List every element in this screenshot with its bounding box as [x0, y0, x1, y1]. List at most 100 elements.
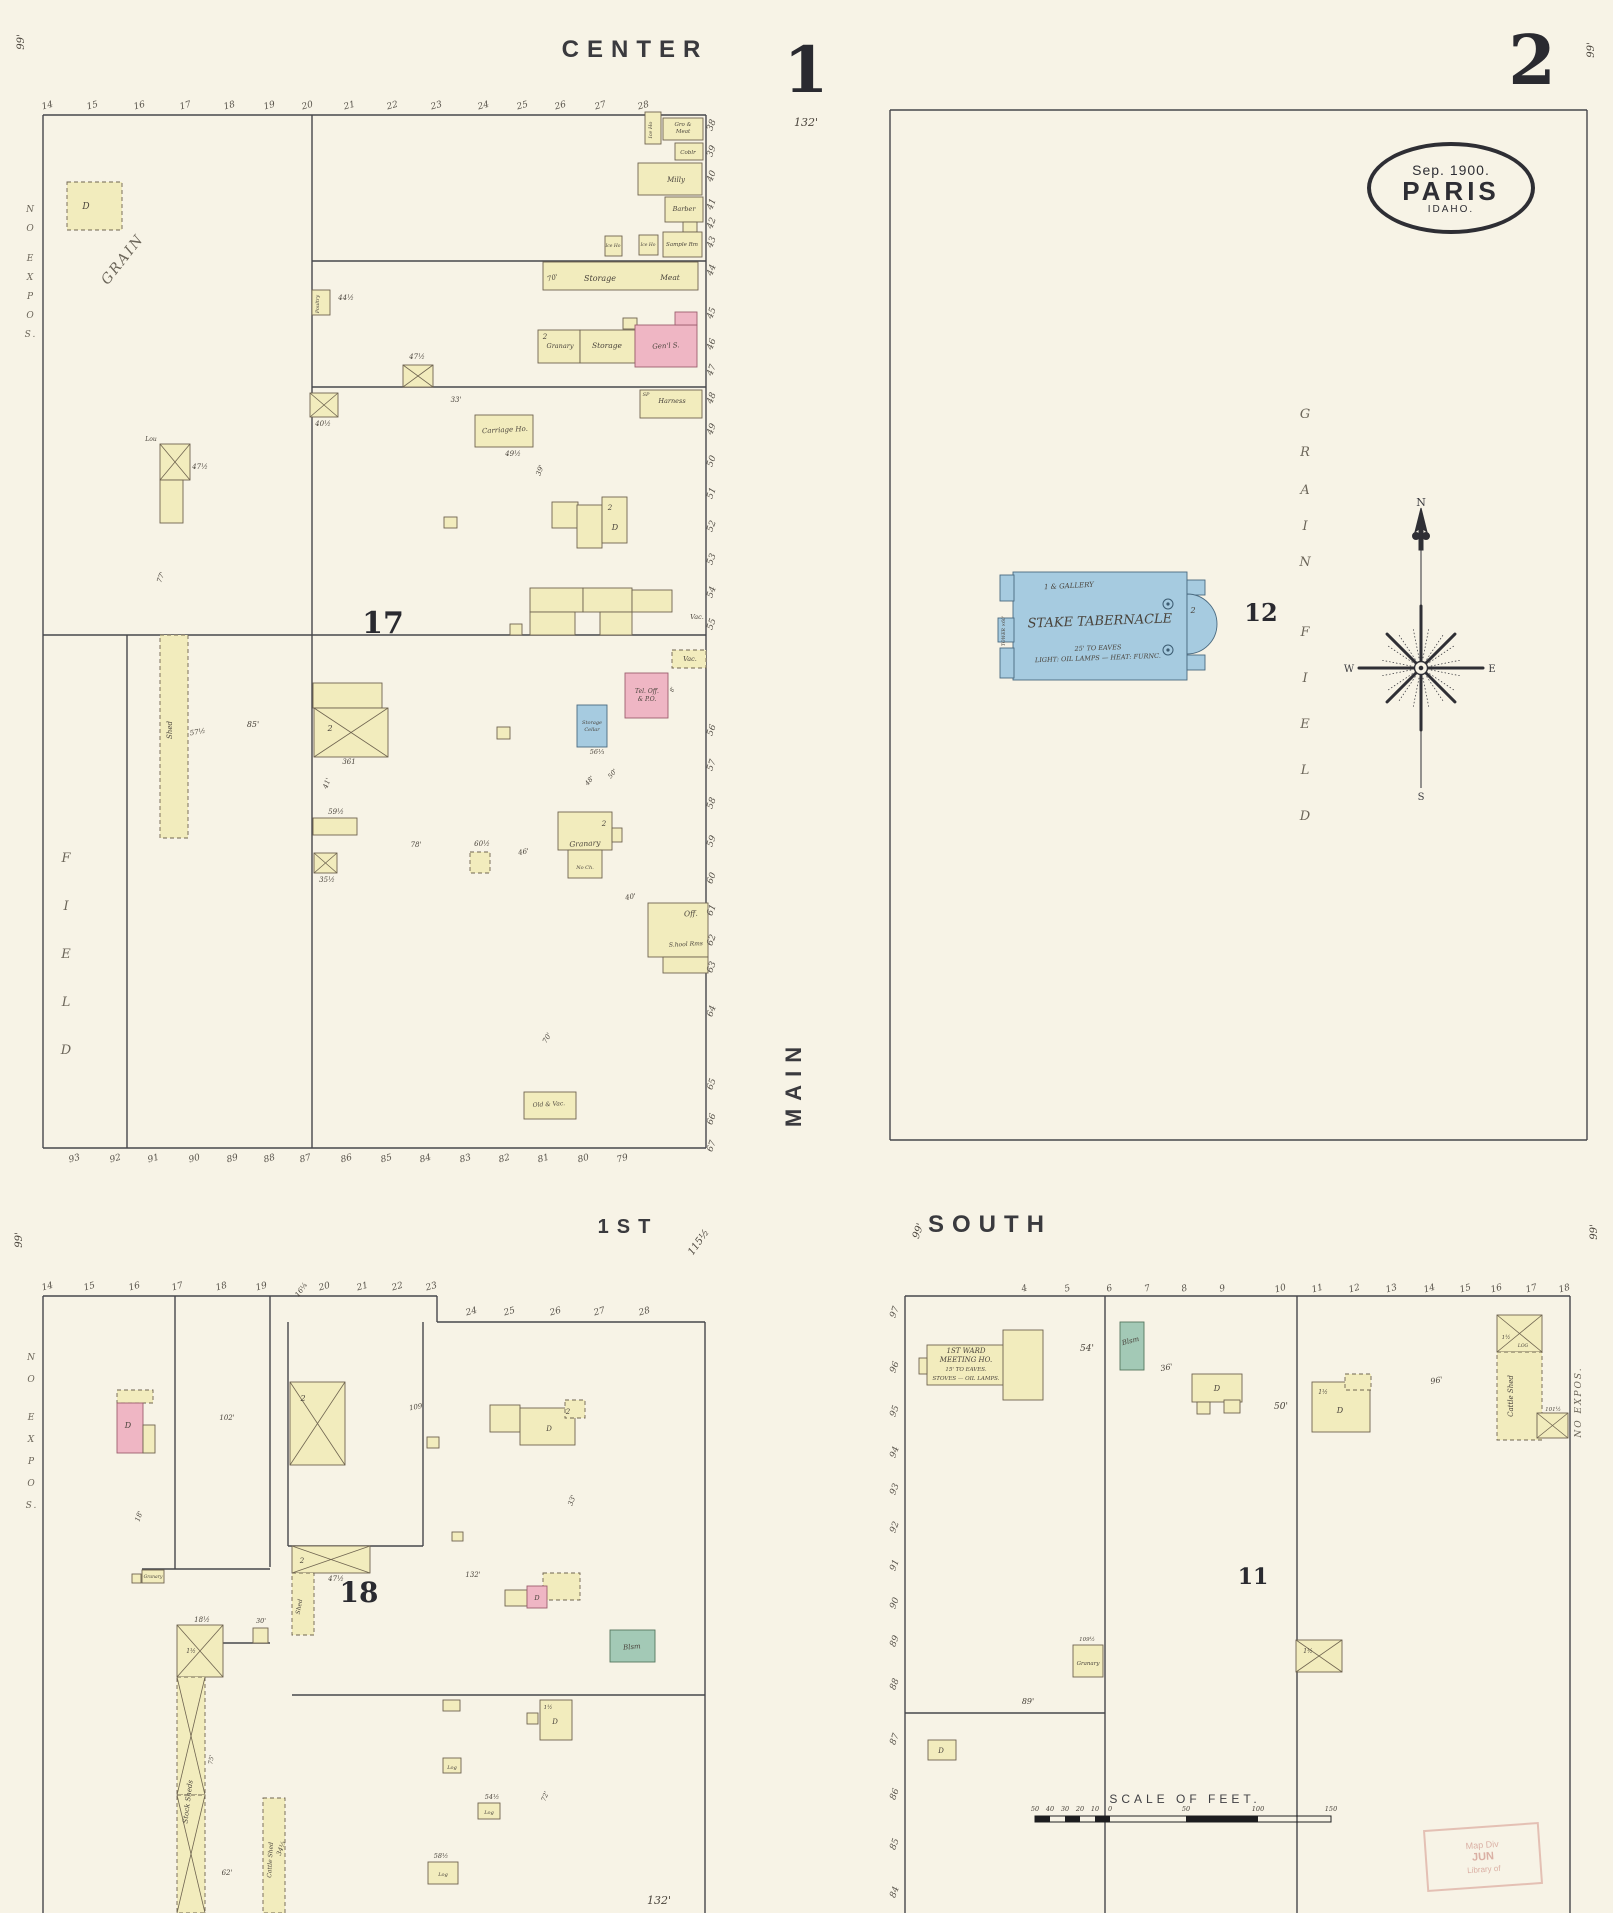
ventilator-icon	[1166, 602, 1170, 606]
map-annotation: Harness	[657, 397, 686, 405]
map-annotation: 57½	[189, 727, 206, 738]
map-annotation: SP	[643, 392, 650, 398]
building-outline	[262, 1797, 286, 1913]
map-annotation: 25' TO EAVES	[1073, 643, 1122, 653]
lot-number: 60	[705, 871, 718, 885]
map-annotation: 47½	[408, 353, 425, 361]
stamp-city: PARIS	[1402, 175, 1500, 206]
field-label: D	[60, 1043, 73, 1058]
building	[576, 504, 603, 549]
building-outline	[999, 574, 1015, 602]
building-outline	[604, 235, 623, 257]
building-outline	[1119, 1321, 1145, 1371]
field-label: S.	[26, 1501, 39, 1511]
building-outline	[252, 1627, 269, 1644]
map-annotation: 109½	[1079, 1636, 1095, 1643]
lot-number: 15	[86, 100, 100, 113]
building	[289, 1381, 346, 1466]
building-outline	[426, 1436, 440, 1449]
lot-number: 20	[300, 100, 315, 113]
building-outline	[557, 811, 613, 851]
field-label: O	[27, 1375, 36, 1385]
building	[529, 611, 576, 636]
building	[116, 1389, 154, 1404]
lot-number: 57	[705, 758, 718, 772]
lot-number: 84	[419, 1153, 433, 1166]
street-name: MAIN	[781, 1039, 806, 1127]
lot-number: 8	[1180, 1283, 1188, 1294]
lot-number: 15	[1459, 1283, 1473, 1296]
building	[609, 1629, 656, 1663]
lot-number: 55	[705, 617, 718, 631]
lot-number: 47	[705, 363, 719, 378]
building	[927, 1739, 957, 1761]
lot-number: 83	[459, 1153, 473, 1166]
cross-mark	[176, 1624, 224, 1678]
map-annotation: Off.	[684, 909, 698, 919]
lot-number: 21	[342, 100, 357, 113]
map-annotation: 85'	[247, 720, 259, 729]
lot-number: 18	[215, 1281, 229, 1294]
lot-number: 27	[593, 100, 608, 113]
building	[662, 117, 704, 141]
map-annotation: 96'	[1430, 1375, 1444, 1386]
map-annotation: D	[81, 202, 89, 212]
library-stamp: Map Div JUN Library of	[1422, 1822, 1544, 1892]
lot-number: 21	[355, 1281, 370, 1294]
lot-number: 23	[429, 100, 444, 113]
map-annotation: STOVES — OIL LAMPS.	[933, 1376, 1000, 1382]
building-outline	[469, 851, 491, 874]
lot-number: 66	[705, 1112, 718, 1126]
lot-number: 16	[133, 100, 147, 113]
compass-letter: N	[1416, 496, 1426, 509]
field-label: N	[1298, 555, 1312, 570]
lot-number: 38	[705, 118, 718, 132]
building	[477, 1802, 501, 1820]
map-annotation: Old & Vac.	[533, 1100, 566, 1109]
stamp-state: IDAHO.	[1427, 203, 1475, 215]
building	[997, 617, 1015, 643]
building-outline	[542, 261, 699, 291]
building	[1002, 1329, 1044, 1401]
map-annotation: D	[545, 1425, 552, 1433]
street-name: SOUTH	[928, 1211, 1052, 1238]
building-outline	[637, 162, 703, 196]
lot-number: 50	[705, 454, 718, 468]
building-outline	[639, 389, 703, 419]
building	[682, 221, 698, 233]
cross-mark	[159, 443, 191, 481]
building	[176, 1676, 206, 1796]
cross-mark	[309, 392, 339, 418]
lot-number: 90	[888, 1596, 901, 1610]
lot-number: 14	[41, 1281, 55, 1294]
building	[662, 956, 709, 974]
map-annotation: 72'	[540, 1790, 551, 1802]
field-label: P	[27, 1457, 36, 1467]
field-label: F	[1299, 625, 1311, 640]
map-annotation: 99'	[1589, 1224, 1600, 1239]
lot-number: 95	[888, 1404, 901, 1418]
field-label: F	[60, 851, 72, 866]
building-outline	[509, 623, 523, 636]
building-outline	[427, 1861, 459, 1885]
building-outline	[1344, 1373, 1372, 1391]
building	[1223, 1399, 1241, 1414]
field-label: L	[1300, 763, 1312, 778]
map-annotation: Log	[446, 1765, 457, 1771]
building-outline	[291, 1572, 315, 1636]
field-label: I	[1301, 519, 1309, 534]
lot-number: 4	[1019, 1283, 1028, 1294]
scale-segment	[1065, 1816, 1080, 1822]
lot-number: 52	[705, 519, 718, 533]
building	[176, 1624, 224, 1678]
scale-segment	[1035, 1816, 1050, 1822]
compass-rose-icon	[1357, 507, 1485, 788]
map-annotation: 2	[601, 820, 607, 828]
map-annotation: 47½	[191, 463, 208, 471]
cross-mark	[291, 1545, 371, 1574]
building	[1295, 1639, 1343, 1673]
building	[526, 1585, 548, 1609]
building	[1496, 1351, 1543, 1441]
lot-number: 87	[888, 1732, 901, 1746]
